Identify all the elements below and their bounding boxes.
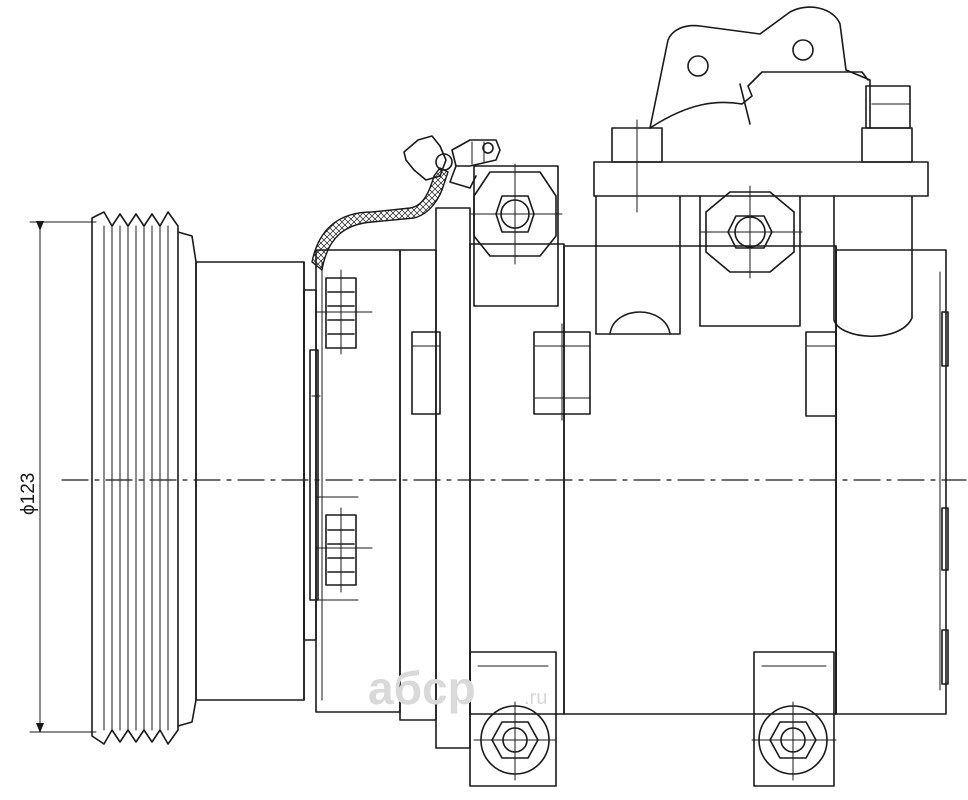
watermark-logo: aбcp .ru: [368, 662, 547, 714]
mounting-foot-right: [751, 651, 837, 787]
watermark-suffix: .ru: [524, 687, 547, 709]
compressor-body: [399, 207, 949, 749]
diameter-dimension: ϕ123: [18, 221, 97, 733]
watermark-brand: aбcp: [368, 662, 476, 714]
mounting-foot-left: [469, 651, 557, 787]
clutch-hub: [195, 261, 319, 701]
front-housing: [311, 249, 401, 713]
diameter-label: ϕ123: [18, 473, 39, 515]
port-nut-center: [699, 185, 803, 279]
port-nut-left: [469, 163, 563, 307]
pulley: [91, 211, 197, 745]
front-bolt-lower: [315, 507, 373, 593]
front-bolt-upper: [315, 269, 373, 355]
wire-hose: [311, 135, 501, 272]
rear-head: [593, 6, 929, 337]
